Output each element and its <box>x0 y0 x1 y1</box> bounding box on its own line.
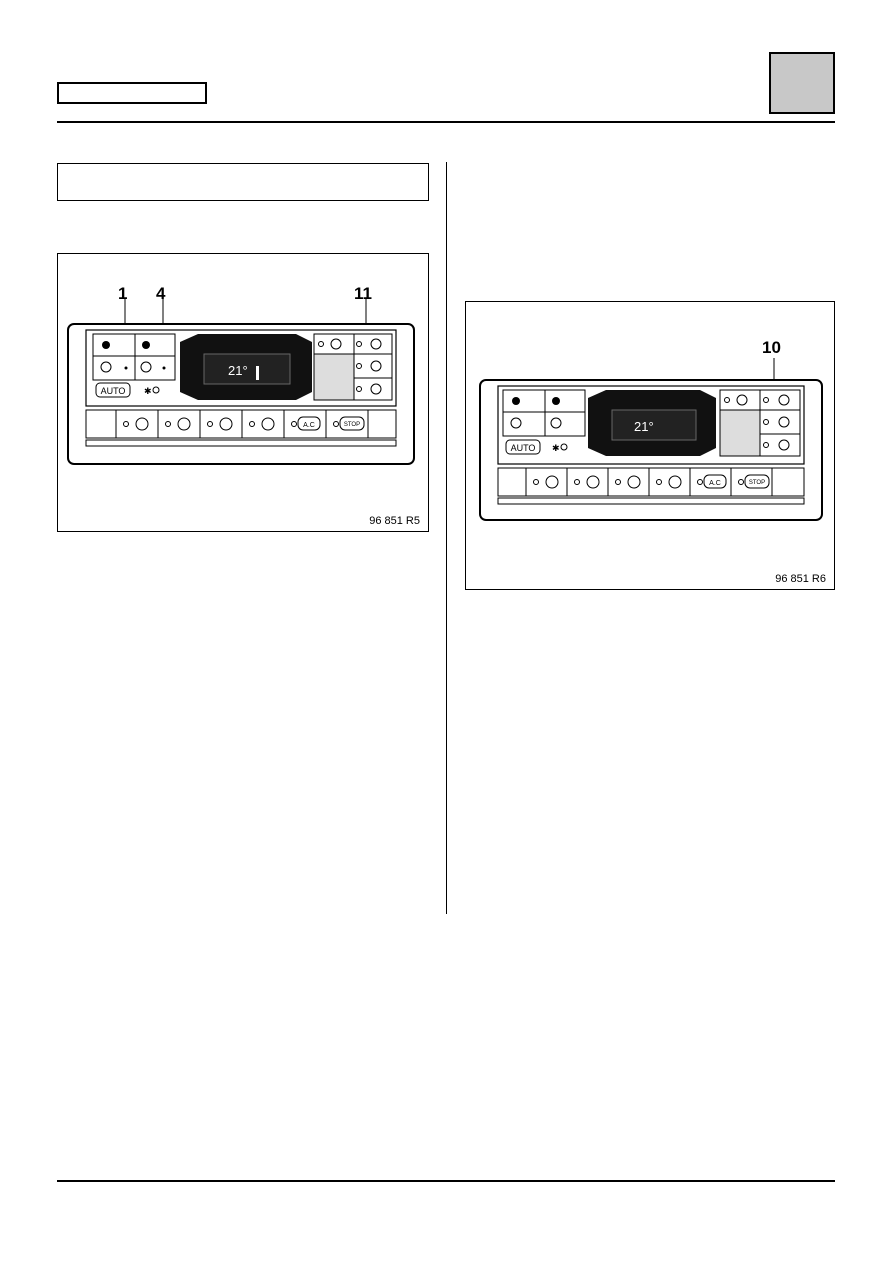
control-panel-drawing: AUTO ✱ 21° A.C <box>479 358 823 521</box>
header-label-box <box>57 82 207 104</box>
ac-button-label: A.C <box>303 422 315 429</box>
column-separator <box>446 162 447 914</box>
temperature-display: 21° <box>634 419 654 434</box>
section-title-box <box>57 163 429 201</box>
svg-text:✱: ✱ <box>144 386 152 396</box>
callout-10: 10 <box>762 338 781 357</box>
figure-reference: 96 851 R5 <box>369 515 420 527</box>
callout-1: 1 <box>118 284 128 303</box>
auto-button-label: AUTO <box>101 386 126 396</box>
control-panel-drawing: AUTO ✱ 21° <box>67 299 415 465</box>
ac-button-label: A.C <box>709 480 721 487</box>
figure-reference: 96 851 R6 <box>775 573 826 585</box>
stop-button-label: STOP <box>344 422 360 428</box>
figure-control-panel-r5: AUTO ✱ 21° <box>57 253 429 532</box>
section-tab-box <box>769 52 835 114</box>
callout-11: 11 <box>354 284 372 303</box>
figure-control-panel-r6: AUTO ✱ 21° A.C <box>465 301 835 590</box>
footer-rule <box>57 1180 835 1182</box>
header-rule <box>57 121 835 123</box>
svg-text:✱: ✱ <box>552 443 560 453</box>
callout-4: 4 <box>156 284 166 303</box>
stop-button-label: STOP <box>749 480 765 486</box>
temperature-display: 21° <box>228 363 248 378</box>
auto-button-label: AUTO <box>511 443 536 453</box>
